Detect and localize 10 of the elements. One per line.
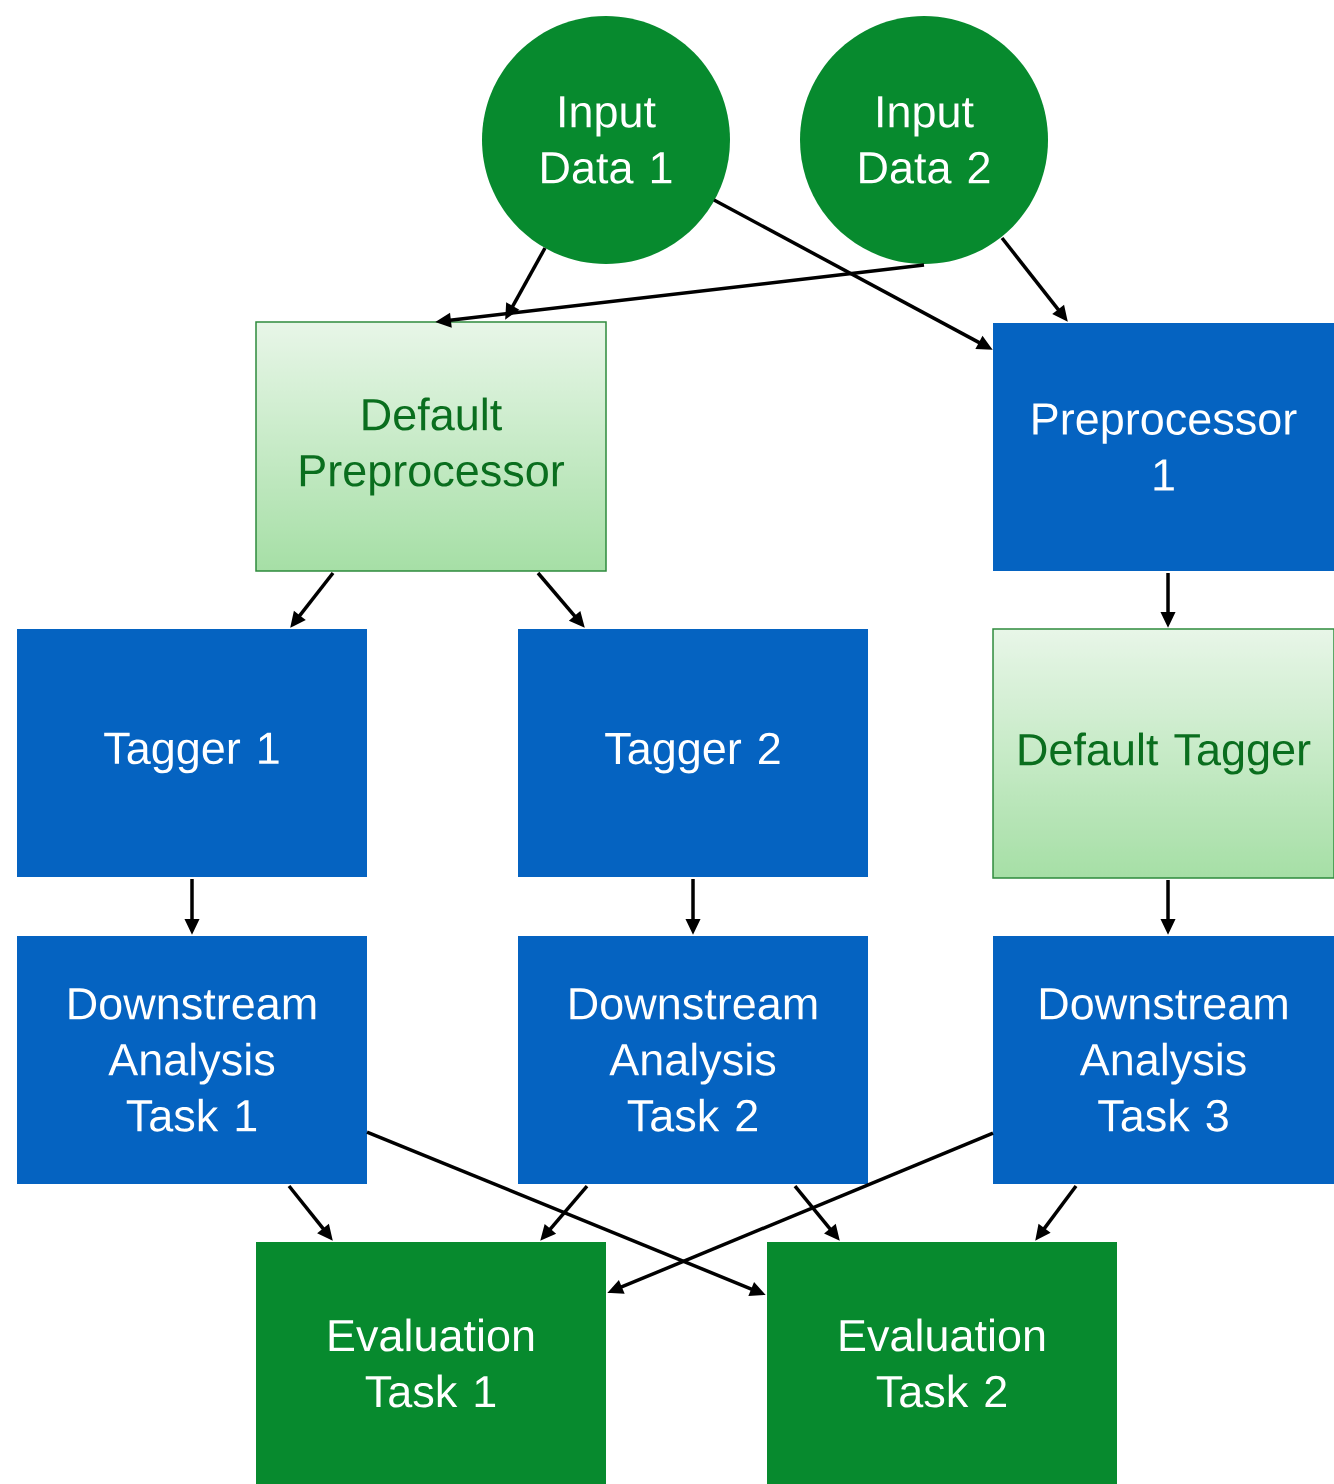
process-box: Preprocessor 1 (993, 323, 1334, 571)
process-box: Downstream Analysis Task 1 (17, 936, 367, 1184)
process-box: Tagger 1 (17, 629, 367, 877)
process-box: Downstream Analysis Task 2 (518, 936, 868, 1184)
process-box: Tagger 2 (518, 629, 868, 877)
evaluation-box: Evaluation Task 1 (256, 1242, 606, 1484)
process-box: Downstream Analysis Task 3 (993, 936, 1334, 1184)
default-box: Default Tagger (992, 628, 1334, 879)
evaluation-box: Evaluation Task 2 (767, 1242, 1117, 1484)
default-box: Default Preprocessor (255, 321, 607, 572)
